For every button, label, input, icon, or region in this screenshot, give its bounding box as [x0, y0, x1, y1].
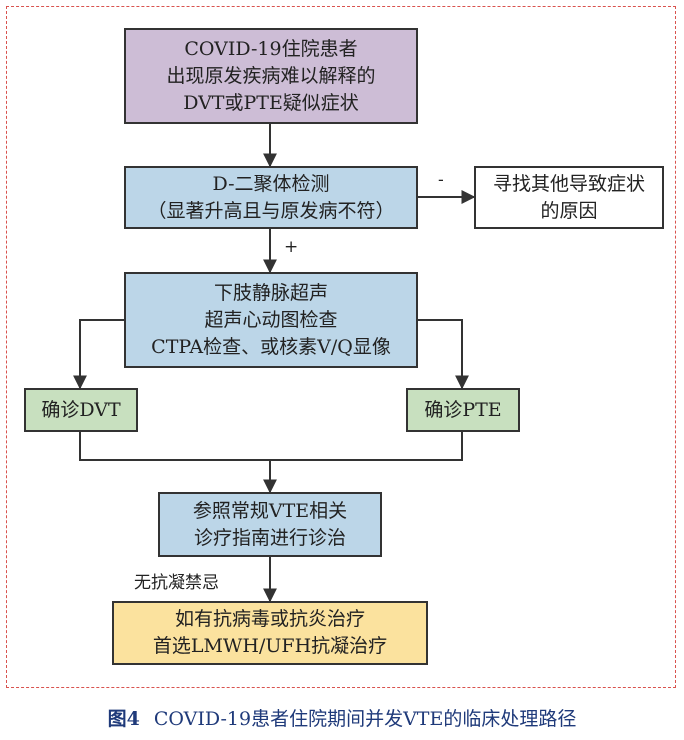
imaging-line-2: 超声心动图检查: [204, 308, 338, 331]
positive-label: +: [284, 237, 299, 257]
pte-label: 确诊PTE: [424, 398, 502, 421]
treat-line-2: 首选LMWH/UFH抗凝治疗: [152, 635, 388, 657]
negative-label: -: [438, 170, 444, 190]
figure-number: 图4: [107, 708, 140, 730]
guide-line-1: 参照常规VTE相关: [192, 499, 348, 522]
dvt-label: 确诊DVT: [41, 398, 121, 421]
arrow-imaging-to-dvt: [73, 319, 124, 390]
treatment-node: 如有抗病毒或抗炎治疗 首选LMWH/UFH抗凝治疗: [112, 601, 428, 665]
pte-node: 确诊PTE: [406, 388, 520, 432]
arrow-imaging-to-pte: [418, 319, 469, 390]
start-line-3: DVT或PTE疑似症状: [183, 91, 359, 114]
imaging-node: 下肢静脉超声 超声心动图检查 CTPA检查、或核素V/Q显像: [124, 272, 418, 368]
other-line-1: 寻找其他导致症状: [492, 172, 645, 195]
imaging-line-3: CTPA检查、或核素V/Q显像: [151, 335, 391, 358]
start-node: COVID-19住院患者 出现原发疾病难以解释的 DVT或PTE疑似症状: [124, 28, 418, 124]
no-contraindication-label: 无抗凝禁忌: [134, 573, 219, 593]
other-line-2: 的原因: [540, 199, 598, 222]
guideline-node: 参照常规VTE相关 诊疗指南进行诊治: [158, 492, 382, 557]
figure-title: COVID-19患者住院期间并发VTE的临床处理路径: [153, 708, 577, 730]
start-line-2: 出现原发疾病难以解释的: [166, 64, 376, 87]
ddimer-line-1: D-二聚体检测: [212, 172, 330, 195]
start-line-1: COVID-19住院患者: [184, 37, 358, 60]
imaging-line-1: 下肢静脉超声: [213, 281, 328, 304]
treat-line-1: 如有抗病毒或抗炎治疗: [174, 608, 365, 630]
other-causes-node: 寻找其他导致症状 的原因: [474, 166, 664, 229]
guide-line-2: 诊疗指南进行诊治: [193, 526, 346, 549]
figure-caption: 图4 COVID-19患者住院期间并发VTE的临床处理路径: [0, 704, 684, 731]
ddimer-line-2: （显著升高且与原发病不符）: [147, 199, 395, 222]
dvt-node: 确诊DVT: [24, 388, 138, 432]
diagram-frame: [6, 6, 676, 688]
ddimer-node: D-二聚体检测 （显著升高且与原发病不符）: [124, 166, 418, 229]
